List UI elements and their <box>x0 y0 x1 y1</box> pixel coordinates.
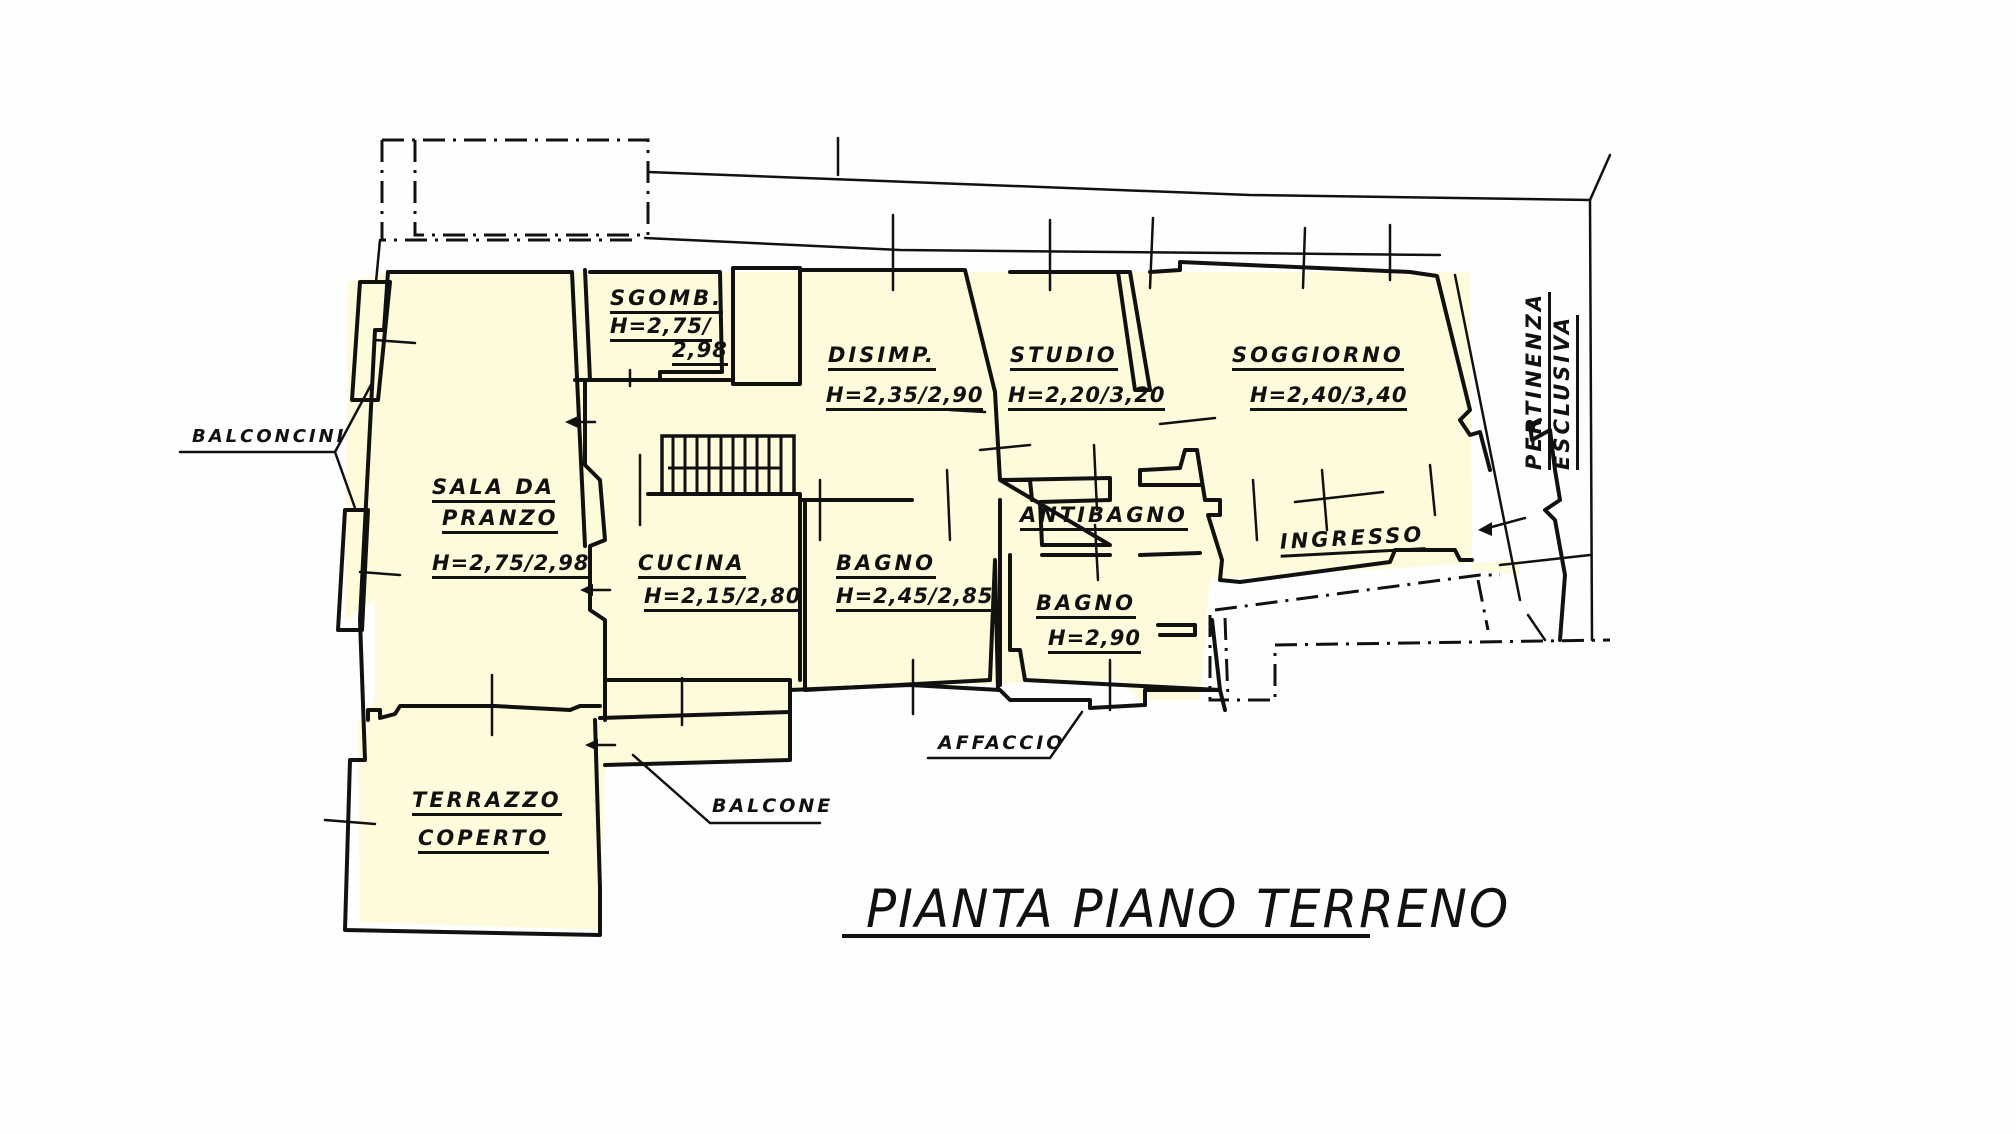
walls <box>336 260 1567 937</box>
callout-affaccio: AFFACCIO <box>938 732 1066 754</box>
room-height-studio: H=2,20/3,20 <box>1008 385 1166 411</box>
callout-esclusiva: ESCLUSIVA <box>1550 314 1579 470</box>
callout-balconcini: BALCONCINI <box>192 426 347 447</box>
plan-title: PIANTA PIANO TERRENO <box>866 878 1511 940</box>
room-label-sgomb: SGOMB. <box>610 288 724 314</box>
title-underline <box>842 934 1370 938</box>
room-height-sala-da-pranzo: H=2,75/2,98 <box>432 553 590 579</box>
boundary-dashdot <box>380 138 1611 702</box>
room-height-sgomb-b: 2,98 <box>672 340 728 366</box>
room-label-terrazzo-2: COPERTO <box>418 828 550 854</box>
room-height-sgomb: H=2,75/ <box>610 316 712 342</box>
window-marks <box>323 213 1437 826</box>
room-height-cucina: H=2,15/2,80 <box>644 586 802 612</box>
room-label-antibagno: ANTIBAGNO <box>1020 505 1188 531</box>
room-label-cucina: CUCINA <box>638 553 746 579</box>
callout-balcone: BALCONE <box>712 795 834 817</box>
entry-arrows <box>565 416 1527 751</box>
room-height-disimp: H=2,35/2,90 <box>826 385 984 411</box>
callout-pertinenza: PERTINENZA <box>1522 291 1551 470</box>
room-label-studio: STUDIO <box>1010 345 1118 371</box>
room-fill <box>345 272 1520 930</box>
room-label-soggiorno: SOGGIORNO <box>1232 345 1404 371</box>
room-label-sala-da-pranzo-1: SALA DA <box>432 477 556 503</box>
room-label-bagno-2: BAGNO <box>1036 593 1136 619</box>
callout-leaders <box>178 381 1084 825</box>
room-label-sala-da-pranzo-2: PRANZO <box>442 508 559 534</box>
room-label-disimp: DISIMP. <box>828 345 937 371</box>
room-height-bagno-1: H=2,45/2,85 <box>836 586 994 612</box>
room-height-bagno-2: H=2,90 <box>1048 628 1141 654</box>
room-label-terrazzo-1: TERRAZZO <box>412 790 562 816</box>
room-height-soggiorno: H=2,40/3,40 <box>1250 385 1408 411</box>
context-lines <box>374 136 1612 642</box>
room-label-bagno-1: BAGNO <box>836 553 936 579</box>
